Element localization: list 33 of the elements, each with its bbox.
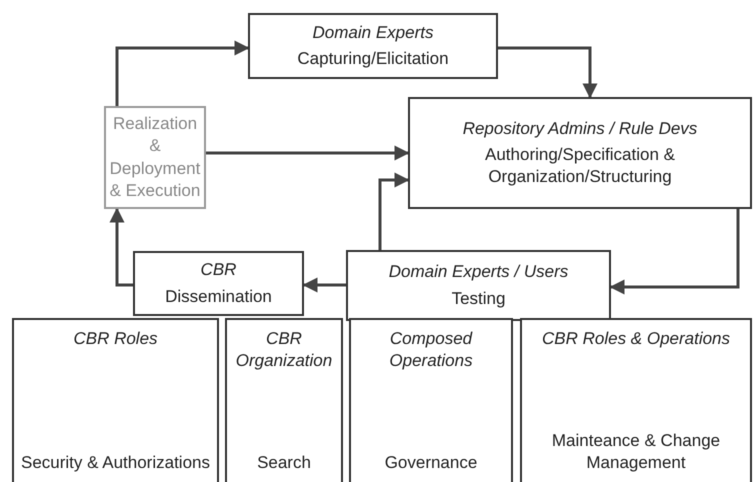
role-heading: Composed Operations [388,328,474,372]
activity-text: Capturing/Elicitation [297,48,449,70]
activity-text: Governance [384,452,478,474]
arrow [498,46,598,98]
arrow [116,40,250,106]
activity-text: Testing [452,288,506,310]
role-heading: CBR Roles & Operations [542,328,730,350]
process-box [346,250,611,321]
category-panel [12,318,219,482]
process-box [133,251,304,316]
activity-text: Search [257,452,311,474]
role-heading: Repository Admins / Rule Devs [462,118,698,140]
role-heading: CBR [200,259,236,282]
role-heading: CBR Organization [234,328,334,372]
arrow [110,208,133,286]
activity-text: Security & Authorizations [21,452,210,474]
process-box [248,13,498,79]
role-heading: Domain Experts [312,22,434,44]
role-heading: Domain Experts / Users [388,261,568,284]
process-box [104,106,206,209]
arrow [378,172,410,250]
activity-text: Realization & Deployment & Execution [108,113,202,202]
arrow [302,278,346,292]
role-heading: CBR Roles [73,328,158,350]
arrow [206,146,410,160]
activity-text: Authoring/Specification & Organization/Structuring [484,144,676,188]
activity-text: Dissemination [165,286,272,308]
activity-text: Mainteance & Change Management [550,430,722,474]
category-panel [225,318,343,482]
category-panel [349,318,513,482]
process-box [408,97,752,209]
category-panel [520,318,752,482]
arrow [610,209,740,294]
